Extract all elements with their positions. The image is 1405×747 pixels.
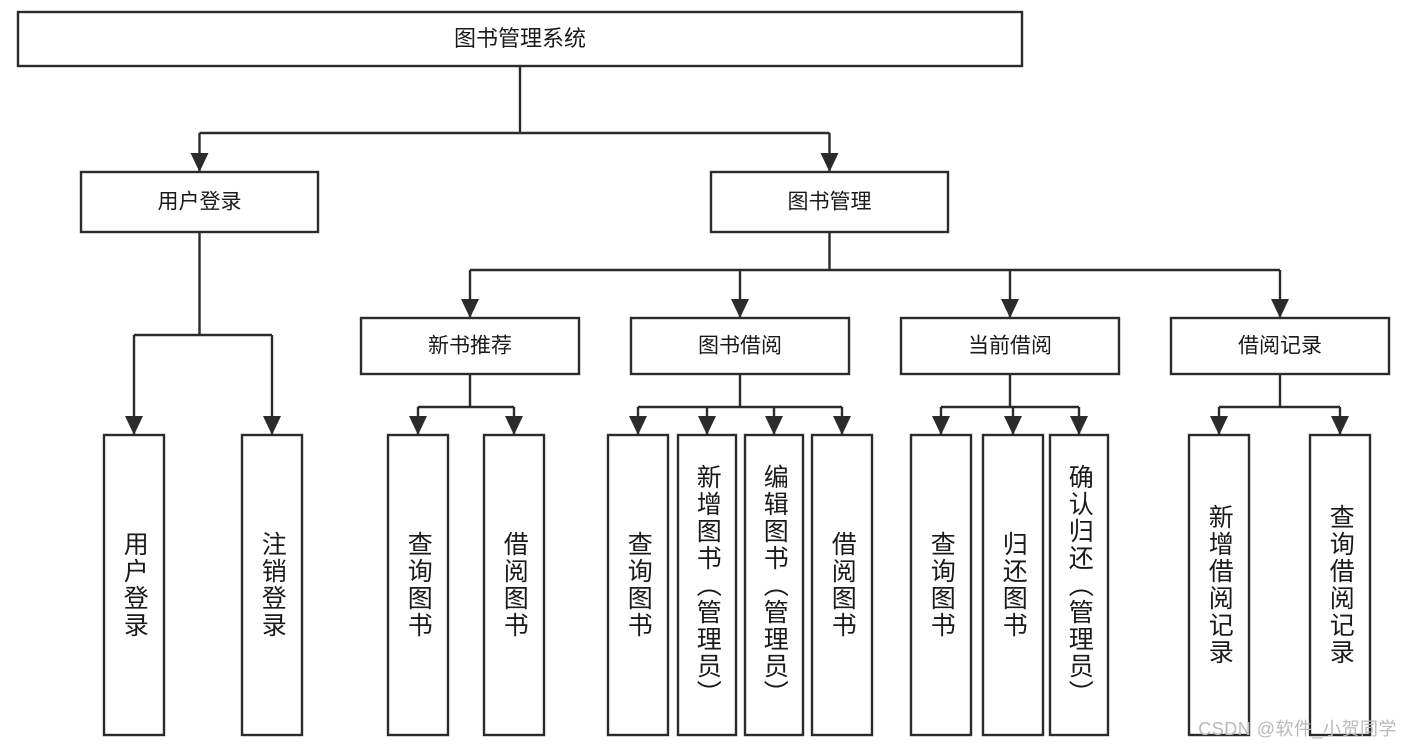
node-leaf-query-book-1[interactable]: [386, 433, 450, 737]
node-book-borrow-label: 图书借阅: [698, 335, 782, 358]
node-root[interactable]: [16, 10, 1024, 68]
node-leaf-add-book[interactable]: [676, 433, 738, 737]
arrow-head-icon: [833, 416, 851, 435]
node-leaf-query-record[interactable]: [1308, 433, 1372, 737]
watermark-text: CSDN @软件_小贺同学: [1198, 719, 1397, 739]
node-new-book-rec-label: 新书推荐: [428, 335, 512, 358]
node-current-borrow[interactable]: [899, 316, 1121, 376]
node-current-borrow-label: 当前借阅: [968, 335, 1052, 358]
arrow-head-icon: [629, 416, 647, 435]
node-root-label: 图书管理系统: [454, 26, 586, 51]
arrow-head-icon: [1271, 299, 1289, 318]
arrow-head-icon: [1070, 416, 1088, 435]
arrow-head-icon: [698, 416, 716, 435]
node-leaf-return-book[interactable]: [981, 433, 1045, 737]
node-new-book-rec[interactable]: [359, 316, 581, 376]
arrow-head-icon: [1331, 416, 1349, 435]
node-book-manage[interactable]: [709, 170, 950, 234]
arrow-head-icon: [505, 416, 523, 435]
node-leaf-borrow-book-2[interactable]: [810, 433, 874, 737]
arrow-head-icon: [1210, 416, 1228, 435]
node-leaf-query-book-3[interactable]: [909, 433, 973, 737]
node-leaf-user-login[interactable]: [102, 433, 166, 737]
boxes-layer: [16, 10, 1391, 737]
connectors-layer: [125, 66, 1349, 435]
node-book-borrow[interactable]: [629, 316, 851, 376]
node-book-manage-label: 图书管理: [788, 191, 872, 214]
arrow-head-icon: [1001, 299, 1019, 318]
arrow-head-icon: [461, 299, 479, 318]
arrow-head-icon: [1004, 416, 1022, 435]
node-borrow-record-label: 借阅记录: [1238, 335, 1322, 358]
node-user-login[interactable]: [79, 170, 320, 234]
arrow-head-icon: [263, 416, 281, 435]
arrow-head-icon: [820, 153, 839, 172]
arrow-head-icon: [409, 416, 427, 435]
node-leaf-add-record[interactable]: [1187, 433, 1251, 737]
node-leaf-borrow-book-1[interactable]: [482, 433, 546, 737]
arrow-head-icon: [765, 416, 783, 435]
arrow-head-icon: [125, 416, 143, 435]
arrow-head-icon: [190, 153, 209, 172]
arrow-head-icon: [932, 416, 950, 435]
node-leaf-edit-book[interactable]: [743, 433, 805, 737]
node-user-login-label: 用户登录: [158, 191, 242, 214]
node-leaf-confirm-return[interactable]: [1048, 433, 1110, 737]
node-leaf-user-logout[interactable]: [240, 433, 304, 737]
arrow-head-icon: [731, 299, 749, 318]
node-borrow-record[interactable]: [1169, 316, 1391, 376]
node-leaf-query-book-2[interactable]: [606, 433, 670, 737]
